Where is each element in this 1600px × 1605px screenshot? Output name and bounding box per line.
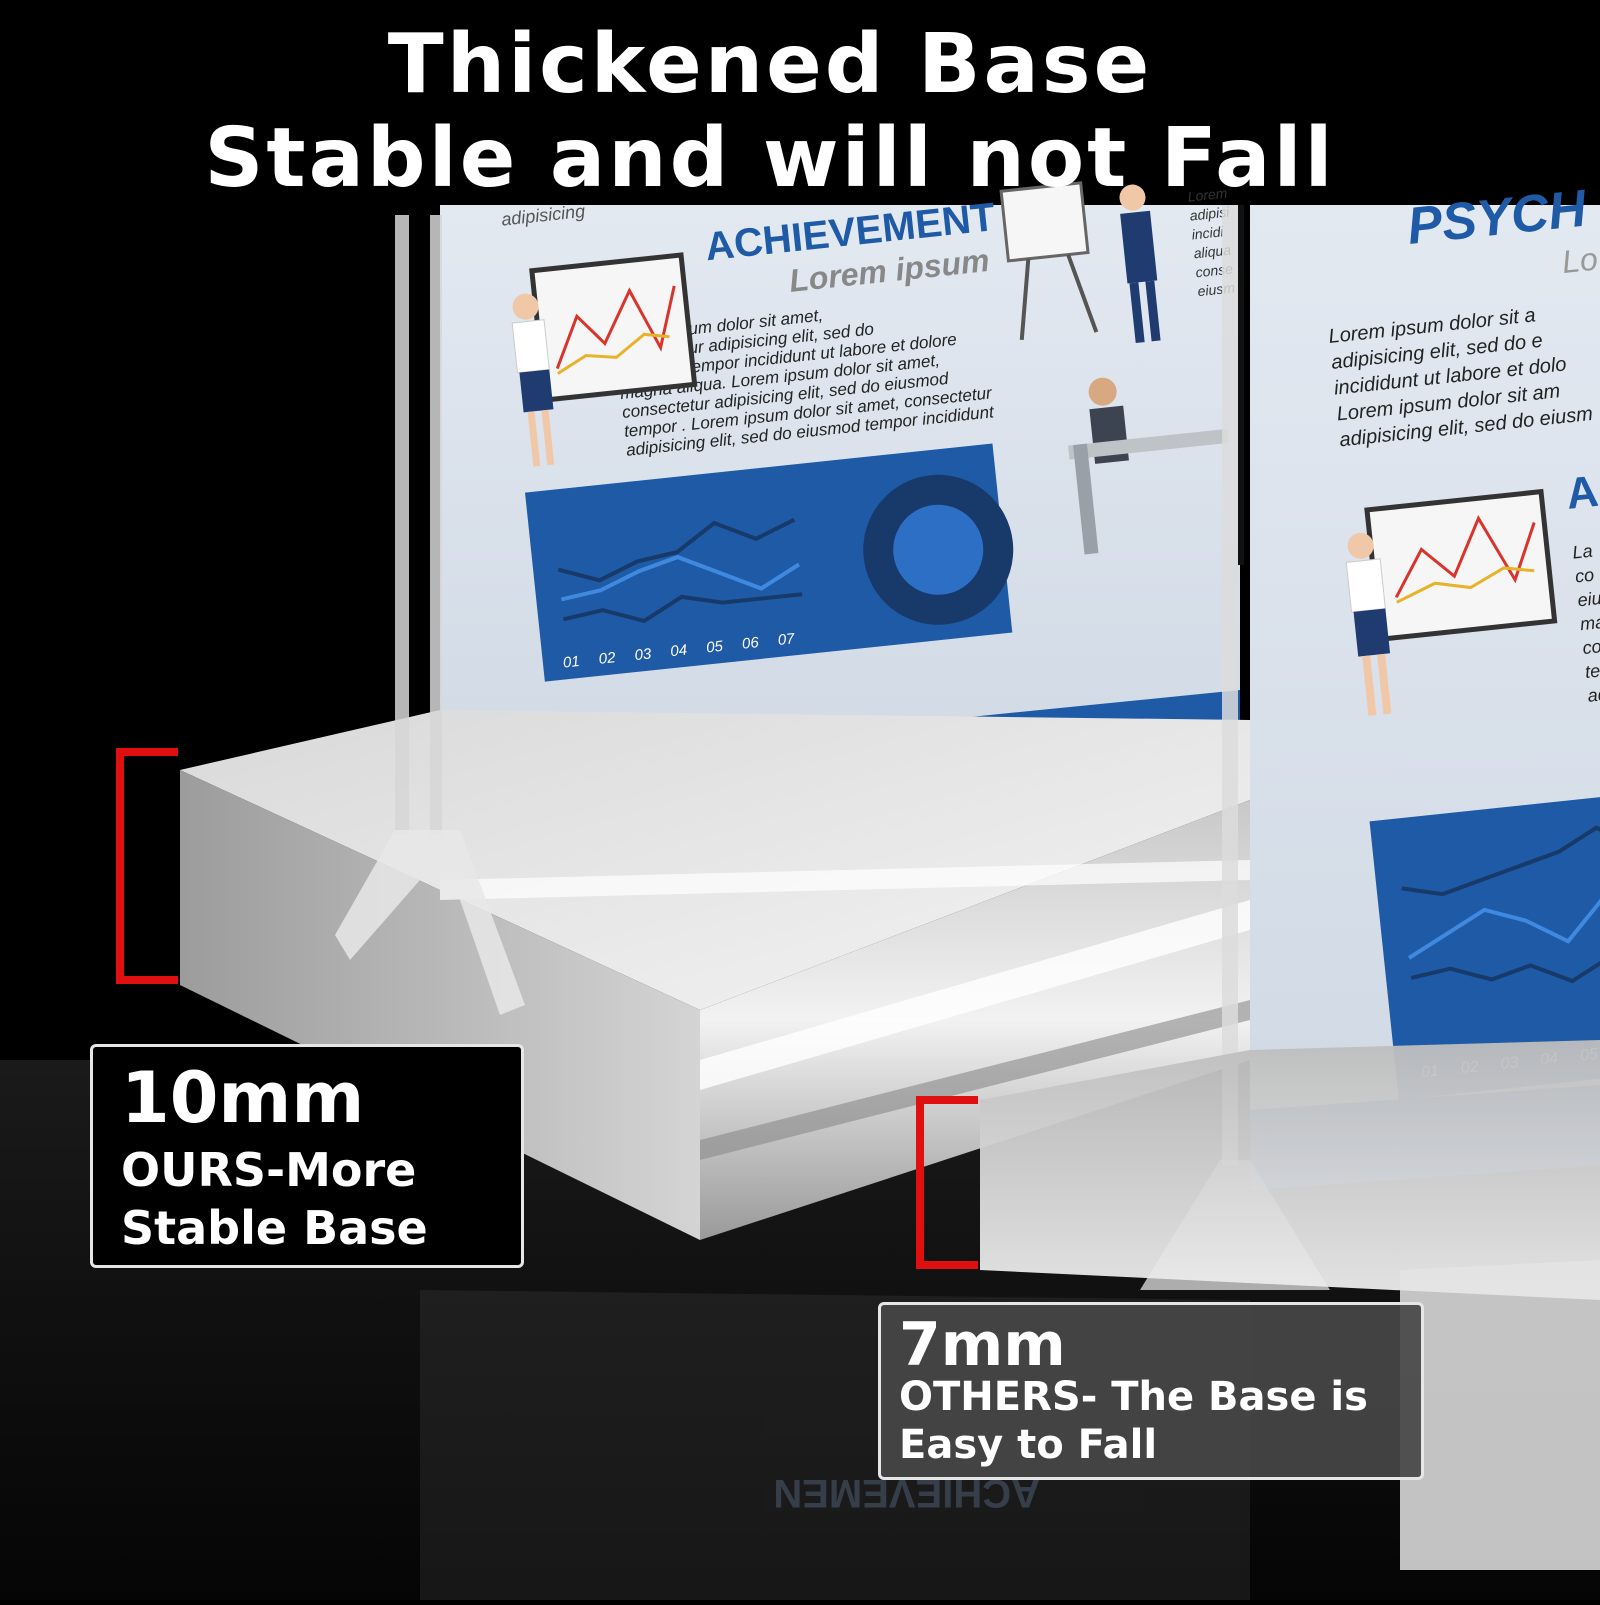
headline-line1: Thickened Base	[387, 17, 1153, 112]
ours-thickness: 10mm	[121, 1057, 365, 1139]
callout-ours: 10mm OURS-More Stable Base	[90, 1044, 524, 1268]
front-poster-axis-tick: 01	[562, 653, 580, 672]
back-poster-heading-2: A	[1564, 467, 1600, 519]
front-poster-axis-tick: 05	[705, 638, 724, 657]
others-label-line2: Easy to Fall	[899, 1422, 1158, 1468]
callout-others: 7mm OTHERS- The Base is Easy to Fall	[878, 1302, 1424, 1480]
front-poster-axis-tick: 07	[777, 630, 796, 649]
front-poster-axis-tick: 04	[670, 642, 688, 661]
thick-base	[180, 710, 1250, 1240]
front-poster-side-line: adipisi	[1189, 203, 1231, 223]
back-poster-subheading: Lo	[1560, 241, 1599, 281]
back-poster-body-line-2: La	[1572, 541, 1594, 563]
bracket-7mm	[916, 1096, 978, 1269]
front-poster-axis-tick: 03	[634, 645, 653, 664]
ours-label-line1: OURS-More	[121, 1143, 417, 1197]
bracket-10mm	[116, 748, 178, 984]
others-label-line1: OTHERS- The Base is	[899, 1374, 1368, 1420]
front-poster-axis-tick: 06	[741, 634, 760, 653]
others-thickness: 7mm	[899, 1310, 1066, 1380]
front-poster-axis-tick: 02	[598, 649, 617, 668]
others-label: OTHERS- The Base is Easy to Fall	[899, 1373, 1368, 1469]
headline: Thickened Base Stable and will not Fall	[0, 18, 1540, 206]
front-poster-side-line: incidi	[1191, 223, 1225, 242]
front-poster-side-line: Lorem	[1187, 185, 1228, 205]
headline-line2: Stable and will not Fall	[204, 111, 1336, 206]
ours-label: OURS-More Stable Base	[121, 1141, 428, 1257]
thin-base	[980, 1040, 1600, 1570]
back-poster-body-line-2: co	[1574, 565, 1595, 587]
back-poster: PSYCH Lo Lorem ipsum dolor sit aadipisic…	[1250, 179, 1600, 1190]
ours-label-line2: Stable Base	[121, 1201, 428, 1255]
